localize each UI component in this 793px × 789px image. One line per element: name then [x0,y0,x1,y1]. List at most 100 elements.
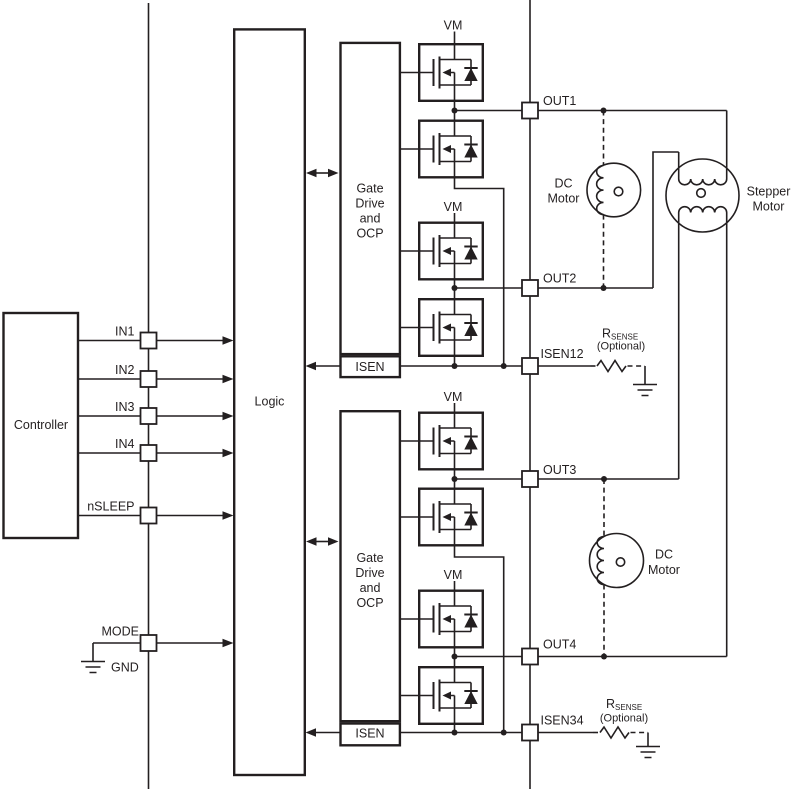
mosfet-q7 [399,588,484,650]
pin-label-out4: OUT4 [543,638,576,652]
logic-label: Logic [255,395,285,409]
stepper-motor-label-line2: Motor [753,200,785,214]
gate-drive-block-bottom [339,410,402,723]
rsense-bottom-network [538,725,660,759]
pin-label-in1: IN1 [115,325,135,339]
gate-drive-top-line1: Gate [356,182,383,196]
isen-arrows [305,361,341,737]
pin-terminals [139,101,539,742]
rsense-top-r: R [602,327,611,341]
mosfet-q8 [399,664,484,727]
pin-in3 [139,407,158,425]
isen-block-top [339,355,402,379]
pin-label-in3: IN3 [115,400,135,414]
rsense-top-resistor [596,359,627,373]
arrowhead-in1 [222,336,234,345]
rsense-bottom-resistor [599,725,630,740]
vm-label-1: VM [444,19,463,33]
pin-label-out3: OUT3 [543,463,576,477]
vm-label-2: VM [444,200,463,214]
out1-junction-wire [453,102,522,120]
wire-out1-stepper [538,109,728,179]
pin-out4 [521,647,539,666]
junction-isen34-a [451,729,458,736]
rsense-top-optional: (Optional) [597,341,645,353]
bidir-left-head-bottom [306,537,317,546]
pin-nsleep [139,506,158,525]
input-arrow-lines [156,339,224,644]
stepper-motor [665,158,740,233]
wire-mode-gnd [92,642,141,662]
arrowhead-in4 [222,448,234,458]
pin-isen34 [521,723,539,742]
bidir-right-head-bottom [328,537,339,546]
pin-label-in2: IN2 [115,363,135,377]
stepper-motor-body [665,158,740,233]
isen-bottom-label: ISEN [355,727,384,741]
output-wires [538,109,728,658]
bidir-left-head-top [306,168,317,178]
pin-label-gnd: GND [111,661,139,675]
junction-dots [451,107,607,736]
junction-dc1-top [600,107,607,114]
mosfet-q2 [399,118,484,180]
arrowhead-nsleep [222,511,234,520]
rsense-top-network [538,359,657,397]
gate-drive-top-line2: Drive [355,197,384,211]
isen-arrowhead-top [305,361,316,371]
bidirectional-arrows [306,168,339,546]
rsense-top-label: RSENSE [602,327,638,342]
pin-label-mode: MODE [102,625,140,639]
dc-motor-bottom [588,532,645,589]
pin-label-nsleep: nSLEEP [87,500,134,514]
mosfet-q1 [399,41,484,104]
ground-symbol-top [633,383,657,397]
stepper-coil-bottom [677,205,728,213]
isen-top-label: ISEN [355,360,384,374]
gate-drive-top-line4: OCP [356,227,383,241]
rsense-bottom-r: R [606,697,615,711]
controller-lead-wires [79,339,141,674]
dc-motor-bottom-label-line2: Motor [648,563,680,577]
pin-out1 [521,101,539,120]
dc-motor-top-winding [595,164,604,216]
junction-out3 [451,476,458,482]
dc-motor-top [586,162,642,218]
arrowhead-in3 [222,411,234,421]
pin-mode [139,634,158,652]
controller-label: Controller [14,418,68,432]
mosfet-q6 [399,486,484,548]
pin-label-out1: OUT1 [543,94,576,108]
out4-junction-wire [453,648,522,666]
junction-dc2-bottom [601,653,607,660]
stepper-coil-top [677,178,728,186]
stepper-motor-shaft [695,187,707,199]
junction-out2 [451,285,458,291]
rsense-top-subscript: SENSE [611,333,638,342]
junction-isen34-b [500,729,507,736]
logic-block [232,28,306,777]
arrowhead-in2 [222,374,234,384]
ground-symbol-bottom [636,745,660,759]
pin-in4 [139,444,158,462]
wire-out2-stepper [538,151,680,289]
wire-out3-stepper [538,212,680,480]
dc-motor-bottom-shaft [615,556,626,567]
dc-motor-bottom-label-line1: DC [655,548,673,562]
gate-drive-bottom-line3: and [360,581,381,595]
controller-block [2,311,80,540]
pin-label-out2: OUT2 [543,272,576,286]
junction-isen12-a [451,363,458,369]
gate-drive-bottom-line1: Gate [356,551,383,565]
mosfet-q3 [399,220,484,282]
source-return-q6 [453,546,505,733]
gate-drive-top-line3: and [360,212,381,226]
dc-motor-top-shaft [613,186,624,197]
gate-drive-block-top [339,41,402,356]
junction-out1 [451,107,458,114]
gate-drive-bottom-line4: OCP [356,596,383,610]
pin-in1 [139,331,158,350]
mosfet-q4 [399,296,484,359]
out2-junction-wire [453,280,522,298]
pin-label-isen12: ISEN12 [541,347,584,361]
